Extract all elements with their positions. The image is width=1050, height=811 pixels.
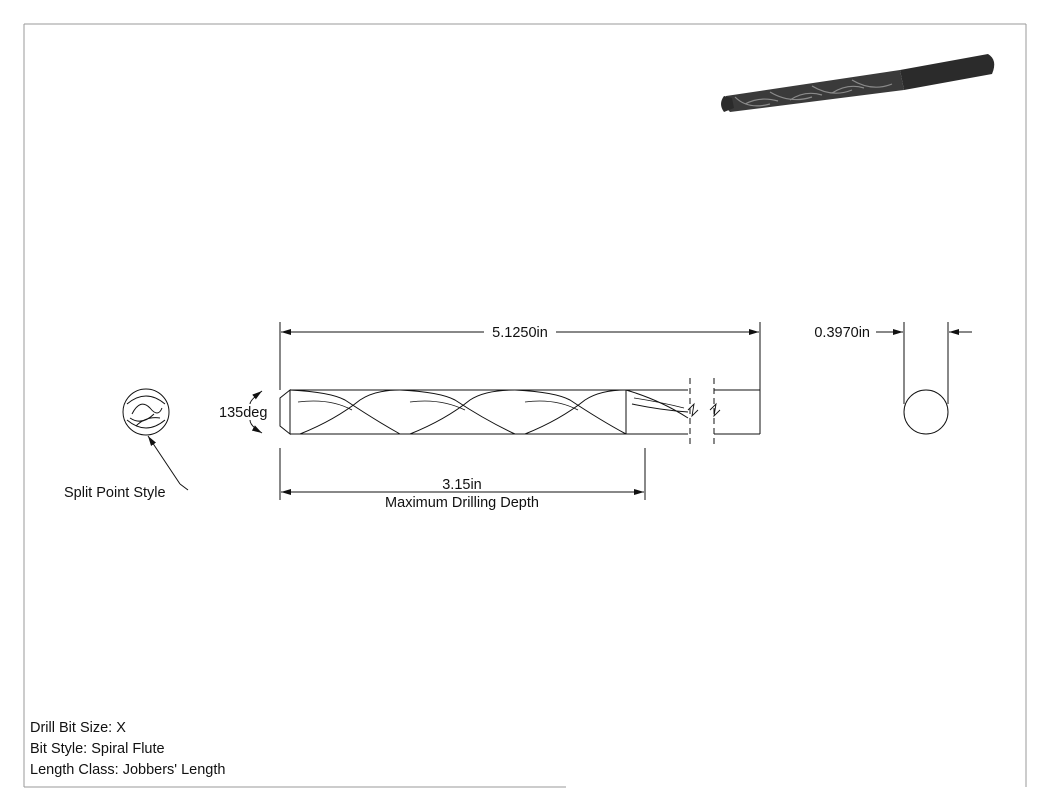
isometric-drill-view [721, 54, 995, 112]
sheet-border [23, 23, 1027, 788]
shank-end-view [903, 389, 949, 435]
split-point-label: Split Point Style [64, 485, 166, 501]
overall-length-label: 5.1250in [492, 325, 548, 341]
drilling-depth-caption: Maximum Drilling Depth [385, 495, 539, 511]
iso-shank [900, 54, 995, 90]
diameter-label: 0.3970in [814, 325, 870, 341]
split-point-end-view [122, 388, 170, 436]
note-length-class: Length Class: Jobbers' Length [30, 762, 226, 778]
iso-tip [721, 96, 734, 112]
split-point-leader [147, 435, 189, 491]
note-bit-size: Drill Bit Size: X [30, 720, 126, 736]
point-angle-label: 135deg [219, 405, 267, 421]
iso-fluted-body [724, 70, 904, 112]
drilling-depth-value: 3.15in [442, 477, 482, 493]
drilling-depth-dimension [279, 448, 646, 500]
spec-notes: Drill Bit Size: X Bit Style: Spiral Flut… [30, 718, 225, 781]
overall-length-dimension [279, 322, 761, 390]
note-bit-style: Bit Style: Spiral Flute [30, 741, 165, 757]
iso-flute-highlights [734, 79, 893, 107]
drill-side-view [279, 378, 761, 446]
diameter-dimension [876, 322, 972, 404]
point-angle-dimension [249, 390, 263, 434]
